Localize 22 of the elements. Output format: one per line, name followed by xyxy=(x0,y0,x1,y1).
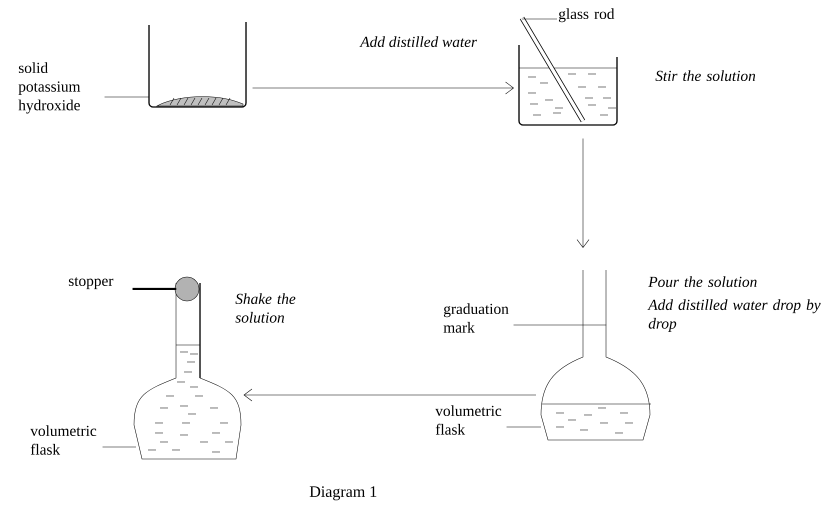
step-text: Add distilled water drop by drop xyxy=(647,299,821,332)
beaker-drawing xyxy=(148,22,247,108)
part-label: volumetric flask xyxy=(435,405,502,435)
part-label: solid potassium hydroxide xyxy=(18,62,80,114)
leader-line xyxy=(132,288,176,290)
arrow xyxy=(244,388,536,402)
step-text: Pour the solution xyxy=(648,276,757,288)
leader-line xyxy=(506,426,542,428)
part-label: graduation mark xyxy=(444,303,509,333)
leader-line xyxy=(104,96,150,98)
part-label: stopper xyxy=(68,277,114,290)
part-label: glass rod xyxy=(558,8,614,22)
leader-line xyxy=(522,18,558,20)
arrow xyxy=(252,82,514,94)
step-text: Shake the solution xyxy=(235,293,296,323)
edge-label: Add distilled water xyxy=(359,36,478,48)
arrow xyxy=(576,138,590,248)
leader-line xyxy=(102,446,136,448)
leader-line xyxy=(513,324,607,326)
step-text: Stir the solution xyxy=(655,70,756,82)
caption: Diagram 1 xyxy=(310,486,376,500)
part-label: volumetric flask xyxy=(30,425,96,455)
